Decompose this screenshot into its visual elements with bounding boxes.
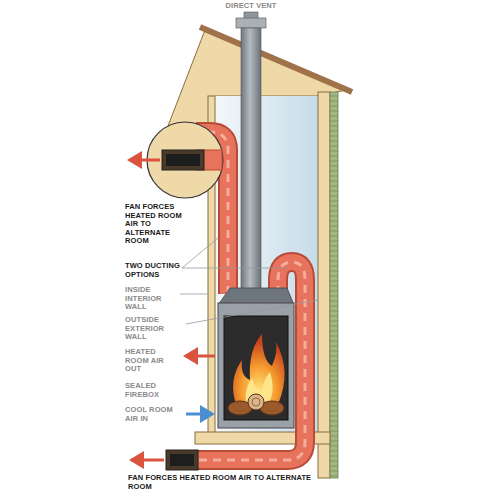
siding-line: [330, 171, 338, 172]
siding-line: [330, 471, 338, 472]
siding-line: [330, 281, 338, 282]
siding-line: [330, 476, 338, 477]
siding-line: [330, 221, 338, 222]
siding-line: [330, 466, 338, 467]
siding-line: [330, 261, 338, 262]
siding-line: [330, 371, 338, 372]
siding-line: [330, 416, 338, 417]
siding-line: [330, 246, 338, 247]
siding-line: [330, 256, 338, 257]
siding-line: [330, 276, 338, 277]
siding-line: [330, 241, 338, 242]
callout-label: FAN FORCES HEATED ROOM AIR TO ALTERNATE …: [125, 203, 183, 246]
siding-line: [330, 361, 338, 362]
siding-line: [330, 386, 338, 387]
siding-line: [330, 306, 338, 307]
siding-line: [330, 211, 338, 212]
part-label: OUTSIDE EXTERIOR WALL: [125, 316, 183, 342]
callout-label: TWO DUCTING OPTIONS: [125, 262, 180, 279]
siding-line: [330, 366, 338, 367]
vent-label: DIRECT VENT: [211, 2, 291, 11]
siding-line: [330, 351, 338, 352]
siding-line: [330, 411, 338, 412]
siding-line: [330, 391, 338, 392]
siding-line: [330, 396, 338, 397]
siding-line: [330, 441, 338, 442]
siding-line: [330, 456, 338, 457]
siding-line: [330, 301, 338, 302]
siding-line: [330, 126, 338, 127]
siding-line: [330, 136, 338, 137]
siding-line: [330, 141, 338, 142]
siding-line: [330, 166, 338, 167]
siding-line: [330, 131, 338, 132]
siding-line: [330, 341, 338, 342]
siding-line: [330, 321, 338, 322]
siding-line: [330, 181, 338, 182]
siding-line: [330, 236, 338, 237]
siding-line: [330, 311, 338, 312]
siding-line: [330, 266, 338, 267]
siding-line: [330, 451, 338, 452]
siding-line: [330, 191, 338, 192]
siding-line: [330, 401, 338, 402]
siding-line: [330, 176, 338, 177]
siding-line: [330, 121, 338, 122]
siding-line: [330, 161, 338, 162]
siding-line: [330, 426, 338, 427]
part-label: INSIDE INTERIOR WALL: [125, 286, 177, 312]
siding-line: [330, 446, 338, 447]
airflow-label: HEATED ROOM AIR OUT: [125, 348, 177, 374]
siding-line: [330, 346, 338, 347]
siding-line: [330, 156, 338, 157]
siding-line: [330, 151, 338, 152]
siding-line: [330, 271, 338, 272]
siding-line: [330, 296, 338, 297]
siding-line: [330, 336, 338, 337]
siding-line: [330, 316, 338, 317]
siding-line: [330, 146, 338, 147]
siding-line: [330, 101, 338, 102]
siding-line: [330, 216, 338, 217]
siding-line: [330, 291, 338, 292]
siding-line: [330, 381, 338, 382]
siding-line: [330, 326, 338, 327]
siding-line: [330, 116, 338, 117]
siding-line: [330, 356, 338, 357]
siding-line: [330, 96, 338, 97]
siding-line: [330, 331, 338, 332]
siding-line: [330, 421, 338, 422]
callout-label: FAN FORCES HEATED ROOM AIR TO ALTERNATE …: [128, 474, 328, 491]
siding-line: [330, 436, 338, 437]
airflow-label: COOL ROOM AIR IN: [125, 406, 175, 423]
siding-line: [330, 431, 338, 432]
siding-line: [330, 406, 338, 407]
siding-line: [330, 186, 338, 187]
siding-line: [330, 461, 338, 462]
siding-line: [330, 286, 338, 287]
siding-line: [330, 206, 338, 207]
siding-line: [330, 111, 338, 112]
siding-line: [330, 226, 338, 227]
part-label: SEALED FIREBOX: [125, 382, 177, 399]
siding-line: [330, 231, 338, 232]
siding-line: [330, 251, 338, 252]
siding-line: [330, 376, 338, 377]
siding-line: [330, 106, 338, 107]
siding-line: [330, 196, 338, 197]
siding-line: [330, 201, 338, 202]
